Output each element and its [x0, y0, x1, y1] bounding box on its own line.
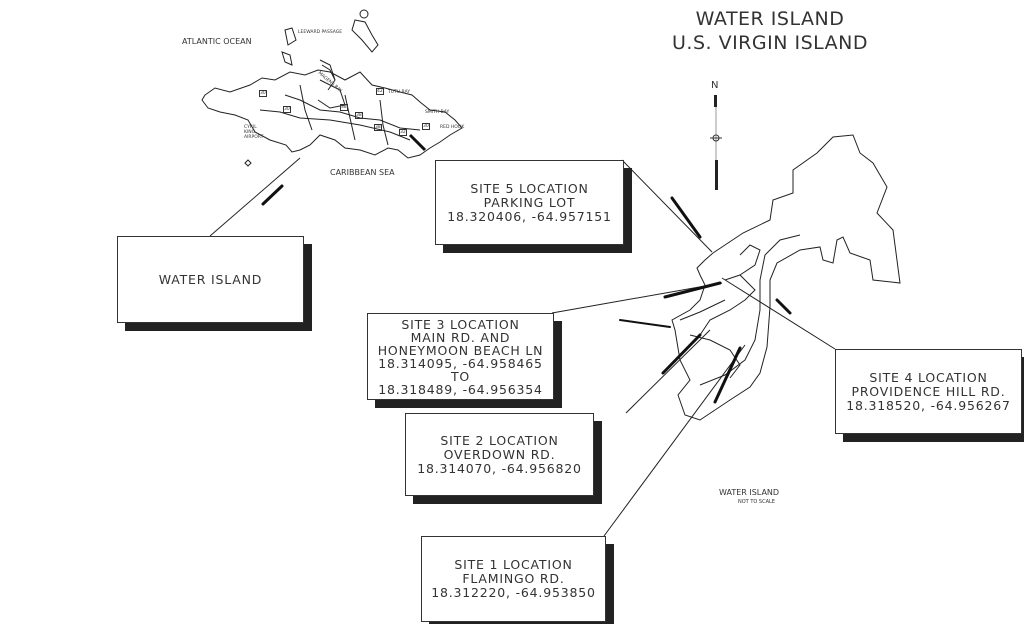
route-label: 42 [376, 88, 384, 95]
site-4-box: SITE 4 LOCATION PROVIDENCE HILL RD. 18.3… [835, 349, 1022, 434]
site-coords: 18.314070, -64.956820 [417, 460, 582, 476]
site-name: SITE 5 LOCATION [470, 180, 589, 196]
route-label: 38 [374, 124, 382, 131]
route-label: 38 [340, 104, 348, 111]
route-label: 30 [422, 123, 430, 130]
scale-note: NOT TO SCALE [738, 499, 775, 505]
route-label: 32 [399, 129, 407, 136]
water-island-outline [671, 134, 901, 421]
caribbean-label: CARIBBEAN SEA [330, 168, 395, 177]
site-to: TO [450, 368, 471, 384]
site-name: SITE 2 LOCATION [440, 432, 559, 448]
smith-label: SMITH BAY [425, 110, 450, 115]
leader-lines [209, 157, 836, 537]
site-name: SITE 1 LOCATION [454, 557, 573, 572]
site-road: FLAMINGO RD. [462, 571, 565, 586]
st-thomas-outline [201, 9, 463, 167]
site-road: PROVIDENCE HILL RD. [851, 383, 1006, 399]
tutu-label: TUTU BAY [388, 90, 411, 95]
site-name: SITE 4 LOCATION [869, 369, 988, 385]
site-name: SITE 3 LOCATION [401, 316, 520, 332]
site-3-box: SITE 3 LOCATION MAIN RD. AND HONEYMOON B… [367, 313, 554, 400]
leader-arrows [261, 184, 792, 404]
water-island-box: WATER ISLAND [117, 236, 304, 323]
route-label: 30 [259, 90, 267, 97]
airport-label: CYRIL KING AIRPORT [244, 125, 264, 140]
site-road: OVERDOWN RD. [443, 446, 556, 462]
map-title-line1: WATER ISLAND [695, 8, 845, 30]
site-coords: 18.314095, -64.958465 [378, 355, 543, 371]
route-label: 38 [355, 112, 363, 119]
redhook-label: RED HOOK [440, 125, 465, 130]
north-label: N [711, 80, 719, 91]
route-label: 30 [283, 106, 291, 113]
site-5-box: SITE 5 LOCATION PARKING LOT 18.320406, -… [435, 160, 624, 245]
site-1-box: SITE 1 LOCATION FLAMINGO RD. 18.312220, … [421, 536, 606, 622]
atlantic-label: ATLANTIC OCEAN [182, 37, 252, 46]
map-title-line2: U.S. VIRGIN ISLAND [672, 32, 868, 54]
scale-note-title: WATER ISLAND [719, 488, 780, 497]
leeward-label: LEEWARD PASSAGE [298, 30, 343, 35]
site-coords: 18.320406, -64.957151 [447, 208, 612, 224]
site-coords: 18.318520, -64.956267 [846, 397, 1011, 413]
site-coords: 18.312220, -64.953850 [431, 585, 596, 600]
water-island-box-label: WATER ISLAND [158, 271, 263, 287]
site-coords: 18.318489, -64.956354 [378, 381, 543, 397]
site-road: PARKING LOT [483, 194, 576, 210]
site-road: MAIN RD. AND [410, 329, 511, 345]
site-2-box: SITE 2 LOCATION OVERDOWN RD. 18.314070, … [405, 413, 594, 496]
north-arrow-icon [710, 95, 722, 190]
site-road: HONEYMOON BEACH LN [377, 342, 544, 358]
